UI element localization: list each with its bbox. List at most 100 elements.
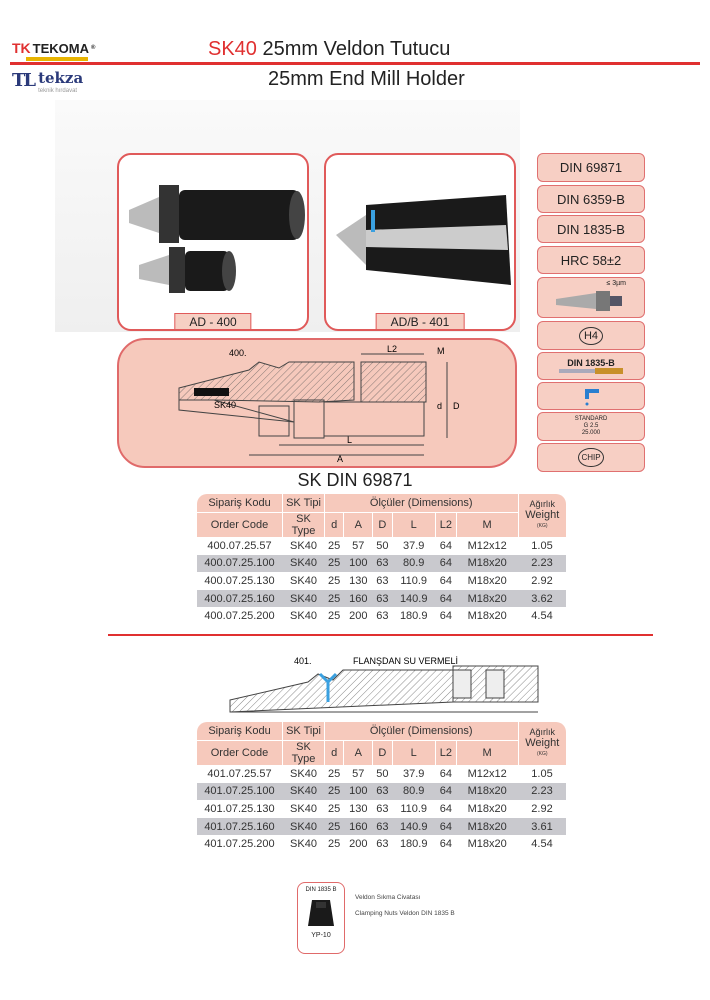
- table-cell: 2.23: [518, 782, 566, 801]
- table-cell: M18x20: [467, 802, 507, 815]
- badge-text: DIN 1835-B: [557, 221, 625, 237]
- table-cell: 63: [372, 782, 393, 801]
- table-cell: 100: [343, 554, 373, 573]
- table-cell: 50: [376, 540, 389, 553]
- table-cell: 25: [324, 782, 344, 801]
- table-cell: M12x12: [467, 540, 507, 553]
- holder-cutaway-image: [336, 195, 511, 285]
- accessory-description: Veldon Sıkma Civatası Clamping Nuts Veld…: [355, 890, 455, 922]
- table-cell: 25: [328, 768, 341, 781]
- header-sk-tr: SK Tipi: [282, 722, 325, 741]
- header-order-code-en: Order Code: [196, 740, 283, 766]
- accessory-desc-tr: Veldon Sıkma Civatası: [355, 894, 421, 901]
- drawing-code: 401.: [294, 656, 312, 666]
- drawing-sk: SK40: [214, 400, 236, 410]
- table-cell: 25: [328, 610, 341, 623]
- table-cell: 180.9: [399, 838, 428, 851]
- brand1: TEKOMA: [32, 40, 90, 56]
- header-sk-en: SK Type: [282, 512, 325, 538]
- weight-en: Weight: [525, 736, 560, 749]
- table-cell: 64: [435, 782, 457, 801]
- header-divider: [10, 62, 700, 65]
- dim-l: L: [347, 435, 352, 445]
- table-cell: M18x20: [467, 610, 507, 623]
- accessory-din: DIN 1835 B: [305, 887, 337, 893]
- logo-bar: [26, 57, 88, 61]
- table-cell: 200: [349, 610, 368, 623]
- table-cell: M12x12: [467, 768, 507, 781]
- table-cell: 180.9: [399, 610, 428, 623]
- table-cell: 57: [352, 540, 365, 553]
- clamping-nut-image: [308, 900, 334, 926]
- table-cell: M18x20: [467, 838, 507, 851]
- header-order-code-tr: Sipariş Kodu: [196, 494, 283, 513]
- accessory-desc-en: Clamping Nuts Veldon DIN 1835 B: [355, 910, 455, 917]
- table-cell: 57: [352, 768, 365, 781]
- title-tr: 25mm Veldon Tutucu: [262, 38, 451, 60]
- table-cell: SK40: [290, 768, 317, 781]
- badge-din-69871: DIN 69871: [537, 153, 645, 182]
- table-cell: SK40: [282, 589, 325, 608]
- brand2-sub: teknik hırdavat: [38, 88, 78, 94]
- holder-image: [129, 185, 305, 293]
- table-cell: 1.05: [531, 540, 553, 553]
- holder-section-drawing: 400. SK40 L2 M d D L A: [178, 344, 460, 464]
- badge-text: DIN 6359-B: [557, 191, 625, 207]
- coolant-icon: [537, 382, 645, 410]
- table-cell: 4.54: [531, 610, 553, 623]
- table-cell: 401.07.25.200: [204, 838, 275, 851]
- subtitle: 25mm End Mill Holder: [268, 68, 465, 90]
- table-cell: M18x20: [456, 589, 518, 608]
- technical-drawing-400: 400. SK40 L2 M d D L A: [117, 338, 517, 468]
- table-cell: 2.23: [518, 554, 566, 573]
- chip-text: CHIP: [578, 448, 604, 467]
- table-cell: SK40: [290, 574, 317, 587]
- header-l: L: [391, 740, 436, 766]
- table-cell: 2.92: [531, 574, 553, 587]
- weight-tr: Ağırlık: [529, 498, 555, 509]
- table-cell: 63: [376, 574, 389, 587]
- table-cell: SK40: [290, 540, 317, 553]
- technical-drawing-401: 401. FLANŞDAN SU VERMELİ: [229, 656, 539, 713]
- header-dimensions: Ölçüler (Dimensions): [324, 722, 518, 741]
- drawing-code: 400.: [229, 348, 247, 358]
- table-cell: 100: [343, 782, 373, 801]
- table-cell: 63: [376, 610, 389, 623]
- table-cell: M18x20: [456, 817, 518, 836]
- standard-text: STANDARD: [574, 416, 608, 422]
- dim-l2: L2: [387, 344, 397, 354]
- table-cell: M18x20: [456, 782, 518, 801]
- standard-grade: G 2.5: [583, 423, 599, 429]
- header-order-code-tr: Sipariş Kodu: [196, 722, 283, 741]
- table-cell: 63: [376, 838, 389, 851]
- standard-rpm: 25.000: [581, 430, 601, 436]
- table-cell: 400.07.25.57: [207, 540, 272, 553]
- table-cell: 64: [435, 554, 457, 573]
- weight-tr: Ağırlık: [529, 726, 555, 737]
- header-sk-en: SK Type: [282, 740, 325, 766]
- header-l2: L2: [434, 740, 457, 766]
- drill-icon: DIN 1835-B: [537, 352, 645, 380]
- table-cell: 25: [324, 589, 344, 608]
- table-cell: 401.07.25.160: [196, 817, 283, 836]
- table-cell: 80.9: [392, 782, 436, 801]
- table-cell: 1.05: [531, 768, 553, 781]
- weight-unit: (KG): [536, 750, 548, 757]
- table-cell: 64: [435, 817, 457, 836]
- dim-m: M: [437, 346, 445, 356]
- table-cell: 80.9: [392, 554, 436, 573]
- table-cell: 63: [376, 802, 389, 815]
- table-cell: 64: [439, 802, 452, 815]
- header-D: D: [372, 740, 393, 766]
- table-cell: 25: [328, 540, 341, 553]
- table-cell: 130: [349, 574, 368, 587]
- table-cell: 25: [324, 817, 344, 836]
- runout-icon: ≤ 3µm: [537, 277, 645, 318]
- page-title: SK40 25mm Veldon Tutucu: [208, 38, 450, 61]
